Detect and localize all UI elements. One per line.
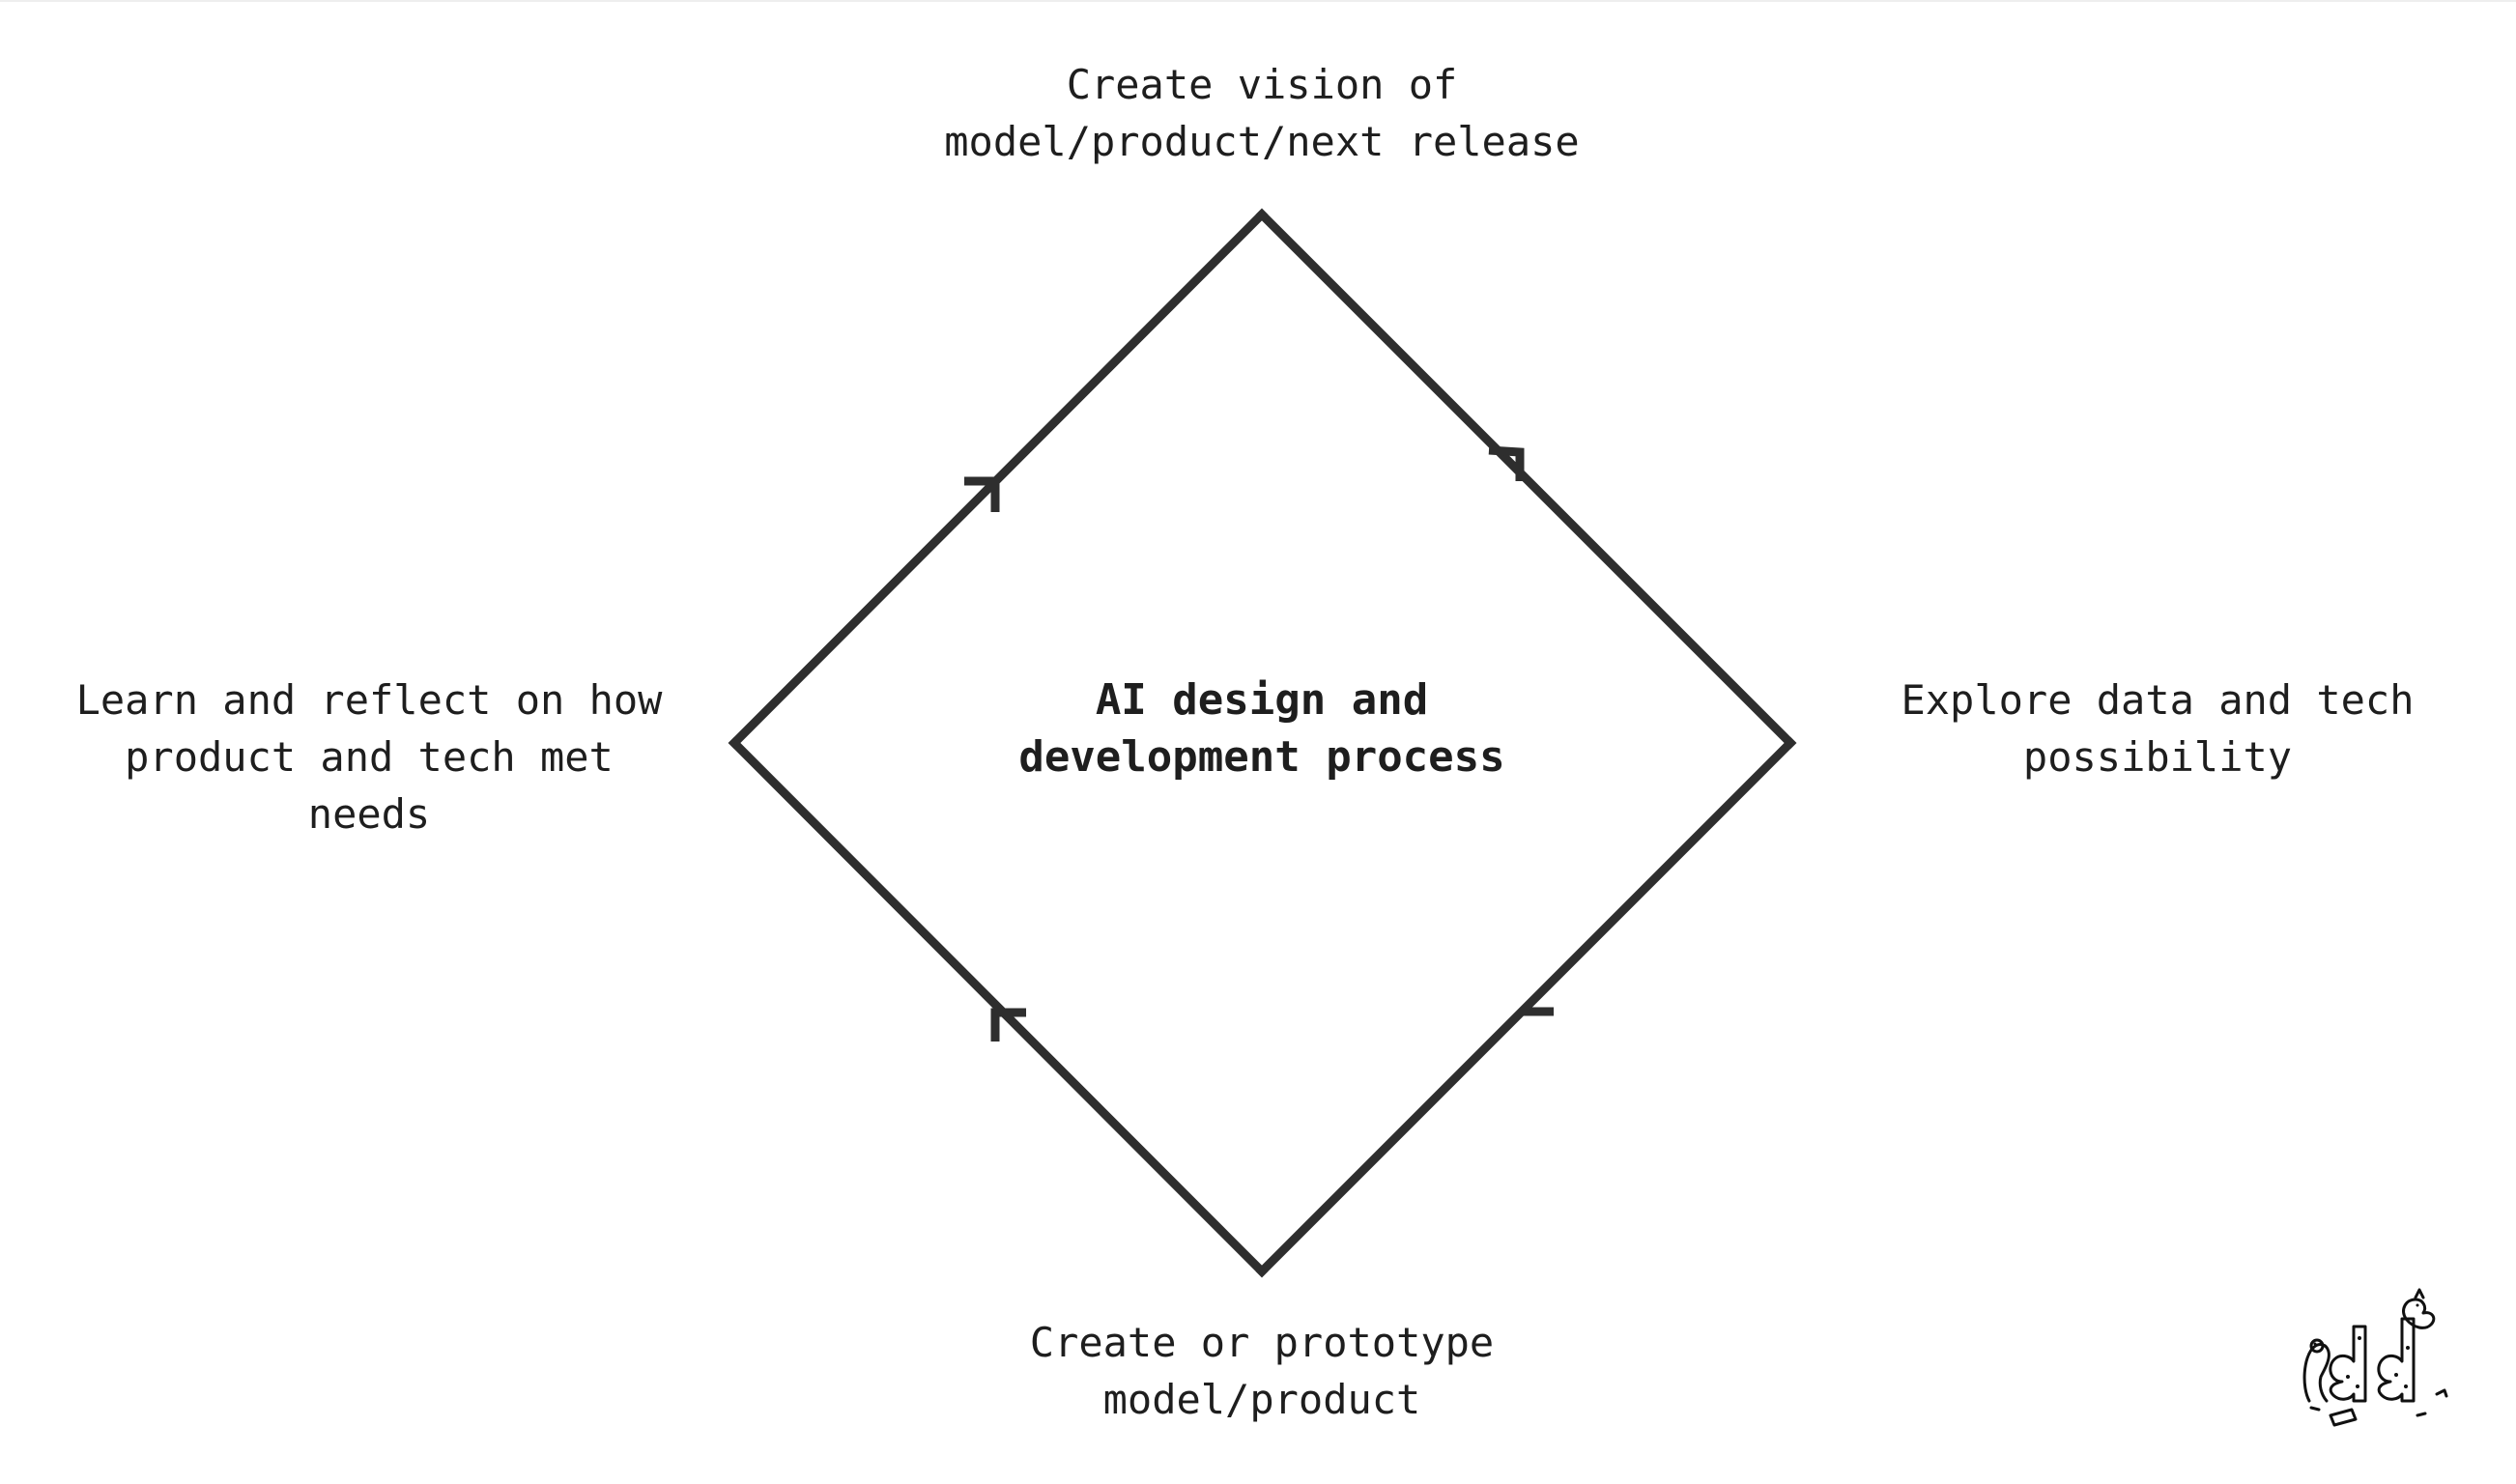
arrowhead-top-right [1488, 445, 1525, 481]
dd-logo-icon [2302, 1288, 2448, 1427]
top-border [0, 0, 2516, 2]
arrowhead-bottom-right [1522, 1007, 1554, 1016]
arrowhead-top-left [964, 476, 1000, 512]
node-left-label: Learn and reflect on how product and tec… [75, 676, 663, 838]
edge-right-to-bottom [1255, 736, 1797, 1278]
edge-bottom-to-left [728, 736, 1269, 1278]
node-right-label: Explore data and tech possibility [1901, 676, 2415, 781]
node-bottom-label: Create or prototype model/product [1029, 1319, 1495, 1423]
node-top-label: Create vision of model/product/next rele… [944, 61, 1580, 165]
arrowhead-bottom-left [990, 1008, 1026, 1042]
edge-top-to-right [1255, 208, 1797, 750]
center-title: AI design and development process [1018, 675, 1505, 782]
